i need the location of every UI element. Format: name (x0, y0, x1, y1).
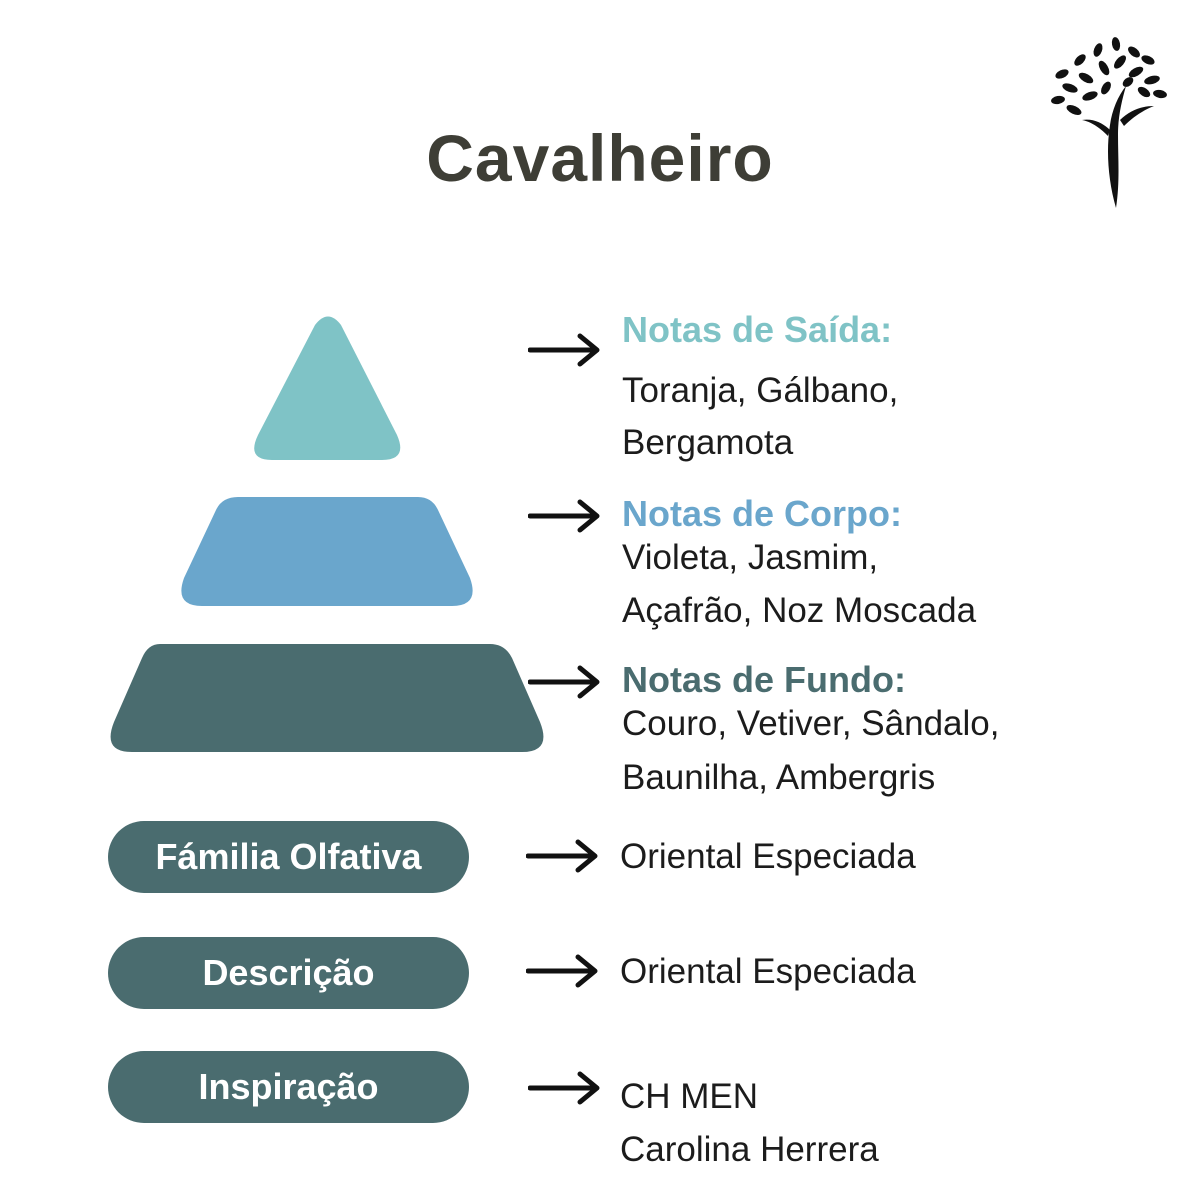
inspiration-label: Inspiração (108, 1051, 469, 1123)
inspiration-line-1: CH MEN (620, 1077, 759, 1116)
pyramid-top-tier (254, 316, 401, 460)
top-notes-line-2: Bergamota (622, 423, 794, 462)
arrow-right-icon (528, 333, 600, 367)
pyramid-middle-tier (181, 497, 473, 606)
description-label: Descrição (108, 937, 469, 1009)
top-notes-heading: Notas de Saída: (622, 309, 893, 350)
arrow-right-icon (528, 1071, 600, 1105)
base-notes-heading: Notas de Fundo: (622, 659, 906, 700)
fragrance-pyramid (110, 316, 544, 752)
pyramid-base-tier (110, 644, 544, 752)
base-notes-line-2: Baunilha, Ambergris (622, 758, 936, 797)
top-notes-line-1: Toranja, Gálbano, (622, 371, 899, 410)
middle-notes-line-1: Violeta, Jasmim, (622, 538, 879, 577)
olfactory-family-value: Oriental Especiada (620, 837, 916, 876)
inspiration-line-2: Carolina Herrera (620, 1130, 879, 1169)
base-notes-line-1: Couro, Vetiver, Sândalo, (622, 704, 1000, 743)
arrow-right-icon (528, 499, 600, 533)
description-value: Oriental Especiada (620, 952, 916, 991)
page-title: Cavalheiro (426, 121, 774, 195)
arrow-right-icon (526, 954, 598, 988)
arrow-right-icon (526, 839, 598, 873)
middle-notes-heading: Notas de Corpo: (622, 493, 903, 534)
arrow-right-icon (528, 665, 600, 699)
olfactory-family-label: Fámilia Olfativa (108, 821, 469, 893)
tree-icon (1051, 37, 1167, 208)
middle-notes-line-2: Açafrão, Noz Moscada (622, 591, 977, 630)
